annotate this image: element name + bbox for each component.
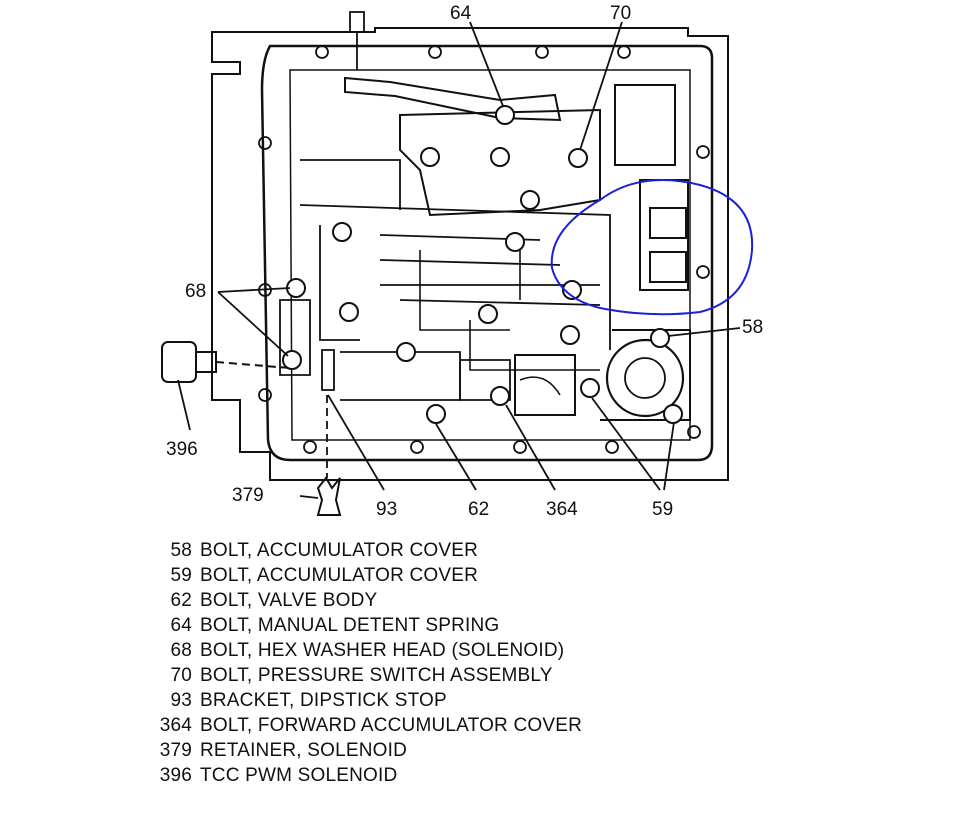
- callout-68: 68: [185, 281, 207, 302]
- callout-62: 62: [468, 499, 490, 520]
- legend-description: BOLT, ACCUMULATOR COVER: [200, 539, 479, 561]
- legend-number: 364: [159, 714, 192, 736]
- legend-number: 379: [159, 739, 192, 761]
- retainer-drawing: [316, 476, 342, 516]
- callout-93: 93: [376, 499, 398, 520]
- detent-spring: [344, 76, 562, 122]
- legend-number: 64: [170, 614, 192, 636]
- legend-number: 58: [170, 539, 192, 561]
- legend-number: 70: [170, 664, 192, 686]
- callout-58: 58: [742, 317, 764, 338]
- legend-description: TCC PWM SOLENOID: [200, 764, 398, 786]
- callout-64: 64: [450, 3, 472, 24]
- highlight-circle: [550, 179, 754, 316]
- callout-364: 364: [546, 499, 578, 520]
- legend-row: 364 BOLT, FORWARD ACCUMULATOR COVER: [140, 713, 700, 738]
- legend-number: 62: [170, 589, 192, 611]
- legend-row: 62 BOLT, VALVE BODY: [140, 588, 700, 613]
- legend-row: 58 BOLT, ACCUMULATOR COVER: [140, 538, 700, 563]
- callout-70: 70: [610, 3, 632, 24]
- legend-number: 68: [170, 639, 192, 661]
- legend-row: 59 BOLT, ACCUMULATOR COVER: [140, 563, 700, 588]
- legend-description: BOLT, VALVE BODY: [200, 589, 378, 611]
- legend-number: 93: [170, 689, 192, 711]
- tcc-pwm-solenoid-drawing: [161, 341, 291, 383]
- legend-number: 59: [170, 564, 192, 586]
- valve-plate: [289, 69, 691, 441]
- callout-379: 379: [232, 485, 264, 506]
- perimeter-holes: [258, 45, 710, 454]
- legend-number: 396: [159, 764, 192, 786]
- legend-description: BOLT, MANUAL DETENT SPRING: [200, 614, 500, 636]
- case-outline: [211, 27, 729, 481]
- accumulator-cover: [605, 338, 685, 418]
- legend-description: BOLT, ACCUMULATOR COVER: [200, 564, 479, 586]
- legend-row: 93 BRACKET, DIPSTICK STOP: [140, 688, 700, 713]
- callout-59: 59: [652, 499, 674, 520]
- legend-row: 379 RETAINER, SOLENOID: [140, 738, 700, 763]
- gasket-border: [260, 44, 714, 462]
- callout-396: 396: [166, 439, 198, 460]
- legend-row: 396 TCC PWM SOLENOID: [140, 763, 700, 788]
- legend-row: 64 BOLT, MANUAL DETENT SPRING: [140, 613, 700, 638]
- legend-description: RETAINER, SOLENOID: [200, 739, 408, 761]
- legend-description: BRACKET, DIPSTICK STOP: [200, 689, 447, 711]
- pressure-switch: [399, 108, 601, 217]
- legend-row: 70 BOLT, PRESSURE SWITCH ASSEMBLY: [140, 663, 700, 688]
- bolt-heads: [282, 105, 683, 424]
- legend-row: 68 BOLT, HEX WASHER HEAD (SOLENOID): [140, 638, 700, 663]
- legend-description: BOLT, PRESSURE SWITCH ASSEMBLY: [200, 664, 553, 686]
- legend-description: BOLT, HEX WASHER HEAD (SOLENOID): [200, 639, 565, 661]
- leader-lines: [177, 21, 741, 499]
- valve-channels: [299, 159, 611, 350]
- legend-description: BOLT, FORWARD ACCUMULATOR COVER: [200, 714, 583, 736]
